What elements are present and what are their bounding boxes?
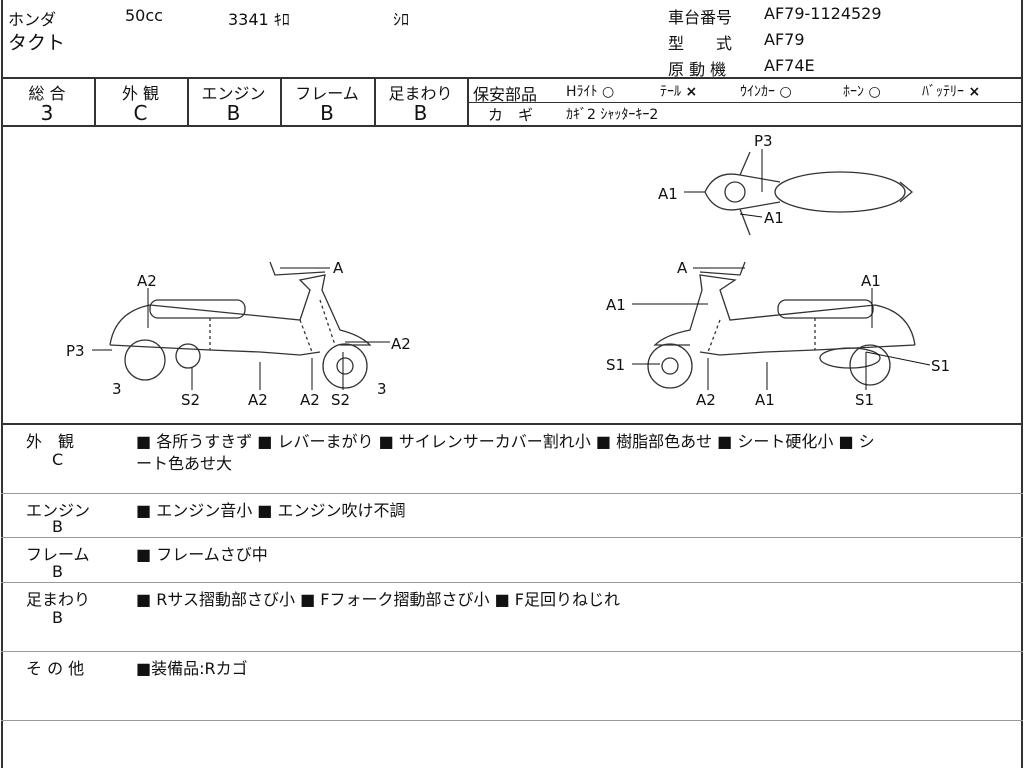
label-top-p3: P3: [754, 132, 773, 150]
section-label: そ の 他: [26, 659, 85, 678]
section-grade: B: [52, 608, 63, 627]
section-label: 外 観: [26, 432, 75, 451]
key-value: ｶｷﾞ2 ｼｬｯﾀｰｷｰ2: [566, 107, 659, 123]
divider: [1, 582, 1023, 583]
status-mark: ×: [685, 84, 698, 100]
label-top-a1: A1: [764, 209, 784, 227]
leader-lines: [92, 149, 931, 390]
mileage: 3341 ｷﾛ: [228, 10, 290, 29]
section-label: フレーム: [26, 545, 90, 564]
item-name: ﾃｰﾙ: [660, 84, 681, 100]
section-label: 足まわり: [26, 590, 91, 609]
scooter-top-view: [704, 151, 914, 236]
damage-diagram: P3 A1 A1 A2 A P3 A2 3 S2 A2 A2 S2 3 A A1…: [66, 132, 950, 409]
safety-horn: ﾎｰﾝ ○: [843, 81, 881, 101]
score-suspension-label: 足まわり: [388, 84, 453, 103]
label-top-a1: A1: [658, 185, 678, 203]
item-name: ｳｲﾝｶｰ: [740, 84, 775, 100]
score-exterior-label: 外 観: [121, 84, 160, 103]
label-right-a2: A2: [696, 391, 716, 409]
engine-label: 原 動 機: [668, 60, 727, 79]
label-right-a1: A1: [861, 272, 881, 290]
key-label: カ ギ: [488, 106, 534, 124]
label-left-3: 3: [377, 380, 387, 398]
label-left-a2: A2: [137, 272, 157, 290]
scooter-left-view: [109, 261, 372, 389]
label-left-a2: A2: [248, 391, 268, 409]
safety-headlight: Hﾗｲﾄ ○: [566, 81, 614, 101]
engine-value: AF74E: [764, 56, 815, 75]
label-right-s1: S1: [855, 391, 874, 409]
item-name: ﾊﾞｯﾃﾘｰ: [922, 84, 964, 100]
type-value: AF79: [764, 30, 805, 49]
divider: [374, 78, 376, 126]
divider: [1, 537, 1023, 538]
label-left-a2: A2: [391, 335, 411, 353]
safety-label: 保安部品: [473, 85, 538, 104]
status-mark: ○: [601, 84, 615, 100]
safety-winker: ｳｲﾝｶｰ ○: [740, 81, 792, 101]
label-right-s1: S1: [931, 357, 950, 375]
item-name: Hﾗｲﾄ: [566, 84, 598, 100]
score-frame-label: フレーム: [295, 84, 359, 103]
label-left-s2: S2: [331, 391, 350, 409]
section-text: ート色あせ大: [136, 454, 233, 473]
section-text: ■ フレームさび中: [136, 545, 268, 564]
divider: [1, 651, 1023, 652]
divider: [1, 493, 1023, 494]
label-right-a1: A1: [606, 296, 626, 314]
score-frame-value: B: [320, 101, 334, 125]
maker: ホンダ: [8, 10, 57, 29]
safety-battery: ﾊﾞｯﾃﾘｰ ×: [922, 81, 980, 101]
frame-no-label: 車台番号: [668, 8, 733, 27]
divider: [1, 423, 1023, 425]
divider: [187, 78, 189, 126]
status-mark: ○: [868, 84, 881, 100]
label-left-a: A: [333, 259, 344, 277]
section-text: ■ エンジン音小 ■ エンジン吹け不調: [136, 501, 406, 520]
divider: [94, 78, 96, 126]
label-left-s2: S2: [181, 391, 200, 409]
label-left-p3: P3: [66, 342, 85, 360]
label-right-s1: S1: [606, 356, 625, 374]
section-grade: B: [52, 562, 63, 581]
label-right-a: A: [677, 259, 688, 277]
type-label: 型 式: [668, 34, 733, 53]
section-grade: B: [52, 517, 63, 536]
item-name: ﾎｰﾝ: [843, 84, 864, 100]
section-grade: C: [52, 450, 64, 469]
status-mark: ×: [968, 84, 981, 100]
status-mark: ○: [779, 84, 792, 100]
color: ｼﾛ: [393, 10, 410, 29]
section-text: ■ Rサス摺動部さび小 ■ Fフォーク摺動部さび小 ■ F足回りねじれ: [136, 590, 620, 609]
divider: [468, 102, 1023, 103]
score-suspension-value: B: [413, 101, 428, 125]
section-text: ■ 各所うすきず ■ レバーまがり ■ サイレンサーカバー割れ小 ■ 樹脂部色あ…: [136, 432, 875, 451]
frame-no: AF79-1124529: [764, 4, 882, 23]
displacement: 50cc: [125, 6, 163, 25]
divider: [1, 125, 1023, 127]
divider: [1, 77, 1023, 79]
score-engine-value: B: [226, 101, 241, 125]
label-right-a1: A1: [755, 391, 775, 409]
safety-tail: ﾃｰﾙ ×: [660, 81, 697, 101]
divider: [1, 720, 1023, 721]
label-left-3: 3: [112, 380, 122, 398]
score-total-value: 3: [40, 101, 54, 125]
section-text: ■装備品:Rカゴ: [136, 659, 248, 678]
section-label: エンジン: [26, 501, 91, 520]
label-left-a2: A2: [300, 391, 320, 409]
score-exterior-value: C: [133, 101, 148, 125]
score-total-label: 総 合: [28, 84, 66, 103]
model-name: タクト: [8, 32, 66, 54]
score-engine-label: エンジン: [201, 84, 266, 103]
scooter-right-view: [647, 261, 916, 389]
divider: [280, 78, 282, 126]
